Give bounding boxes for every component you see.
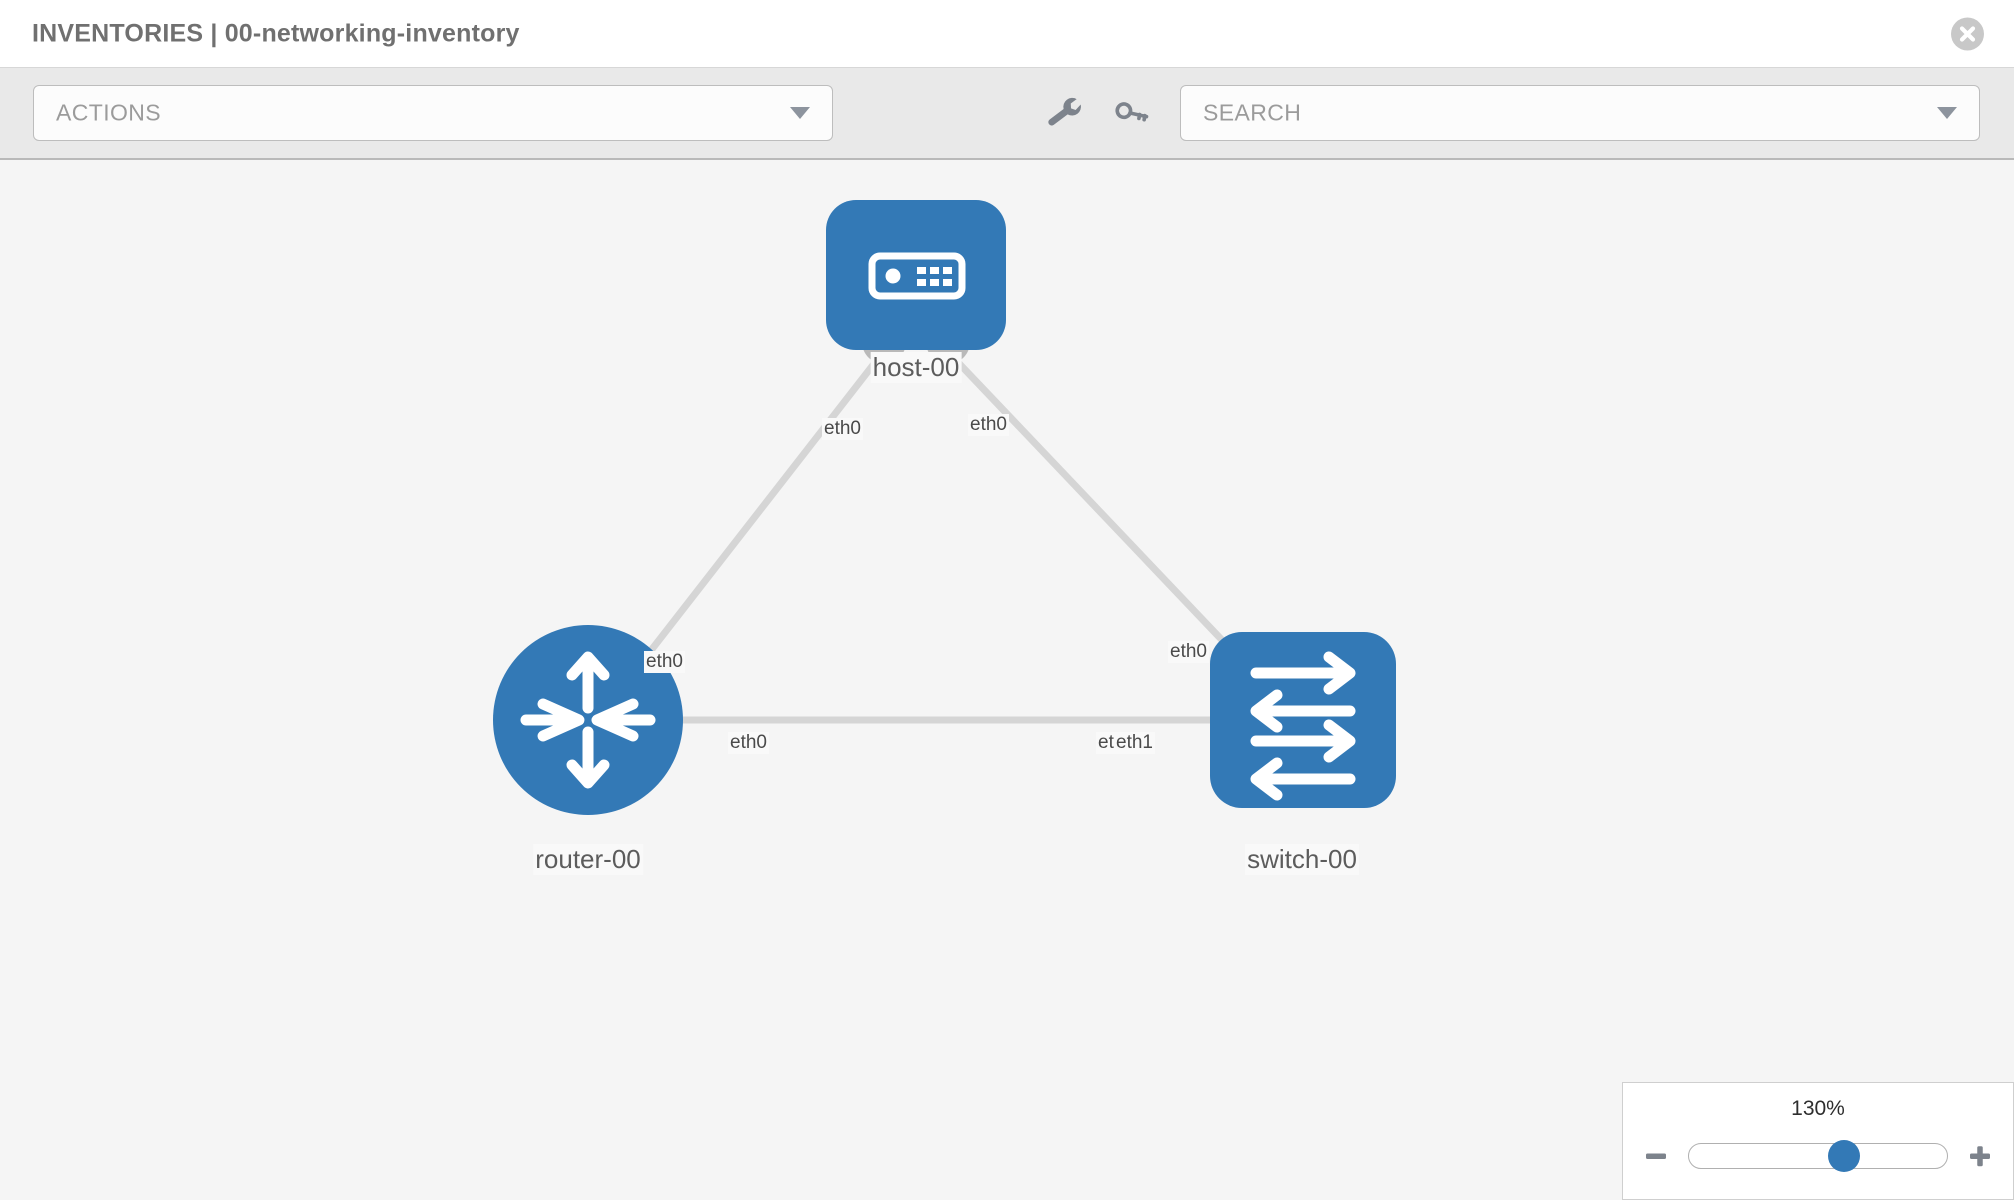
edge-label-eth0: eth0 (822, 418, 863, 440)
page-header: INVENTORIES | 00-networking-inventory (0, 0, 2014, 68)
topology-canvas[interactable]: host-00 router-00 switch-00 eth0 eth0 et… (0, 160, 2014, 1200)
search-placeholder: SEARCH (1203, 99, 1302, 126)
chevron-down-icon (1937, 107, 1957, 119)
search-input[interactable]: SEARCH (1180, 85, 1980, 141)
key-icon-glyph (1115, 102, 1149, 122)
node-label-switch-00: switch-00 (1245, 844, 1359, 875)
edge-label-eth0: eth0 (728, 732, 769, 754)
zoom-level-value: 130% (1791, 1097, 1845, 1120)
actions-dropdown[interactable]: ACTIONS (33, 85, 833, 141)
node-host-00[interactable] (826, 200, 1006, 350)
node-switch-00[interactable] (1210, 632, 1396, 808)
close-icon[interactable] (1951, 17, 1984, 50)
server-icon (868, 252, 966, 300)
plus-icon (1970, 1146, 1990, 1167)
zoom-slider-thumb[interactable] (1827, 1140, 1860, 1172)
key-icon[interactable] (1110, 91, 1154, 135)
wrench-icon-glyph (1048, 97, 1081, 126)
edge-host-router[interactable] (625, 353, 883, 683)
close-icon-glyph (1959, 25, 1976, 42)
topology-svg (493, 200, 1396, 815)
actions-dropdown-label: ACTIONS (56, 99, 162, 126)
wrench-icon[interactable] (1042, 91, 1086, 135)
four-arrows-icon (520, 651, 656, 789)
topology-edges (625, 353, 1263, 724)
node-label-host-00: host-00 (870, 352, 962, 383)
zoom-out-button[interactable] (1641, 1141, 1671, 1171)
switch-arrows-icon (1250, 651, 1356, 801)
toolbar: ACTIONS SEARCH (0, 68, 2014, 160)
minus-icon (1646, 1153, 1666, 1159)
chevron-down-icon (790, 107, 810, 119)
zoom-in-button[interactable] (1965, 1141, 1995, 1171)
edge-label-eth0: eth0 (1168, 641, 1209, 663)
node-router-00[interactable] (493, 625, 683, 815)
page-title: INVENTORIES | 00-networking-inventory (32, 19, 520, 47)
edge-label-eth0: eth0 (968, 414, 1009, 436)
node-label-router-00: router-00 (533, 844, 643, 875)
zoom-control-row (1623, 1135, 2013, 1177)
edge-label-eth1: eth1 (1114, 732, 1155, 754)
zoom-slider[interactable] (1688, 1140, 1948, 1172)
edge-label-eth0: eth0 (644, 651, 685, 673)
zoom-control-panel: 130% (1622, 1082, 2014, 1200)
edge-host-switch[interactable] (949, 353, 1263, 683)
topology-connectors (634, 320, 1281, 742)
